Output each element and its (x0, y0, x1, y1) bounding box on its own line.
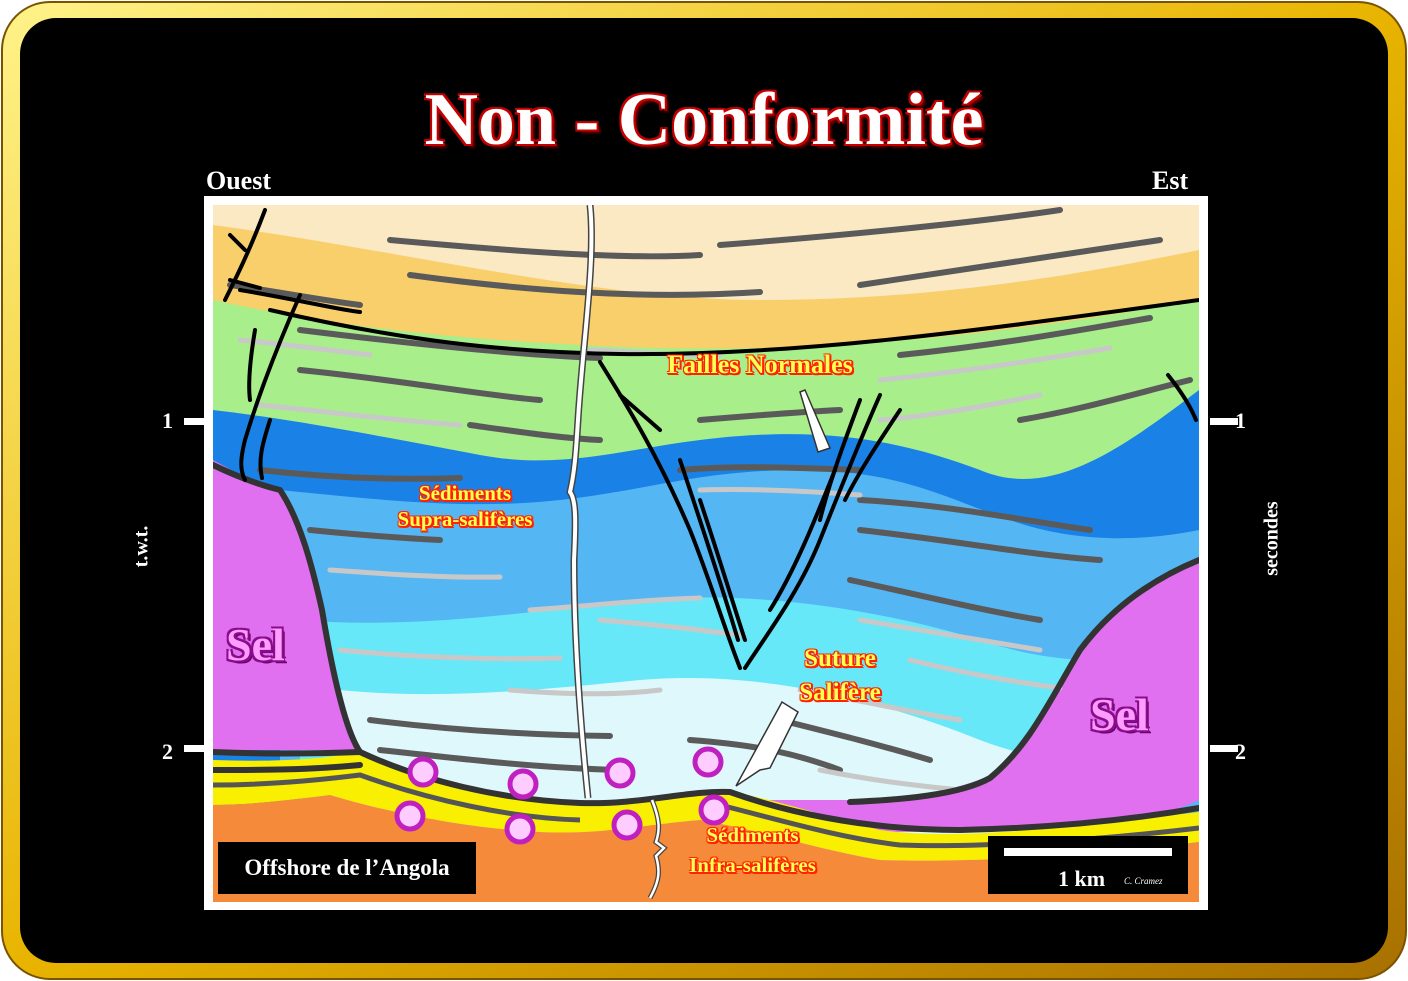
label-failles-normales: Failles Normales (667, 350, 853, 379)
label-supra-salifere: Sédiments Supra-salifères (370, 480, 560, 532)
left-axis-label: t.w.t. (130, 525, 153, 568)
label-salt-right: Sel (1090, 689, 1149, 740)
time-axis-ticks (184, 418, 1238, 752)
right-axis-label: secondes (1260, 501, 1283, 576)
left-tick-1: 1 (162, 408, 173, 433)
direction-west: Ouest (206, 166, 271, 195)
location-label: Offshore de l’Angola (218, 842, 476, 894)
geologic-cross-section (213, 205, 1199, 902)
slide-title: Non - Conformité (424, 79, 984, 161)
label-supra-line2: Supra-salifères (397, 507, 533, 531)
label-infra-line2: Infra-salifères (689, 853, 816, 877)
label-infra-salifere: Sédiments Infra-salifères (660, 820, 845, 880)
author-credit: C. Cramez (1124, 876, 1163, 886)
label-salt-left: Sel (226, 619, 285, 670)
scale-text: 1 km (1058, 866, 1106, 891)
scale-bar (1004, 848, 1172, 856)
right-tick-2: 2 (1235, 739, 1246, 764)
label-suture-salifere: Suture Salifère (770, 642, 910, 710)
right-tick-1: 1 (1235, 408, 1246, 433)
scale-box: 1 km C. Cramez (988, 836, 1188, 894)
label-suture-line1: Suture (804, 645, 876, 672)
label-infra-line1: Sédiments (706, 823, 799, 847)
label-suture-line2: Salifère (799, 679, 881, 706)
left-tick-2: 2 (162, 739, 173, 764)
direction-east: Est (1152, 166, 1189, 195)
label-supra-line1: Sédiments (418, 481, 512, 505)
